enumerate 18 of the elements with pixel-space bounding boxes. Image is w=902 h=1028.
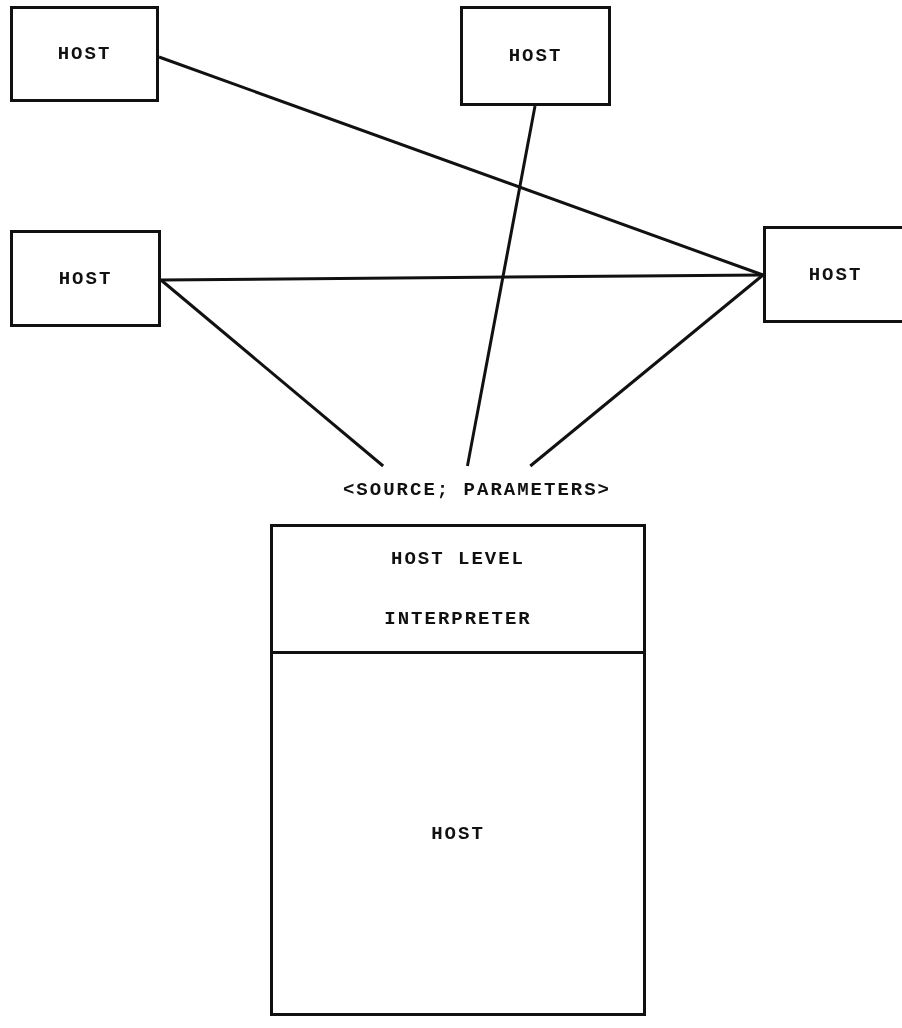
connector-line [158,55,764,277]
box-label: HOST [808,262,863,288]
message-label: <SOURCE; PARAMETERS> [342,478,611,503]
host-box [270,651,646,1016]
host-box [460,6,611,106]
host-box [10,230,161,327]
box-label: HOST [57,42,112,67]
connector-line [161,273,763,282]
connector-line [529,273,764,468]
box-label: HOST [58,266,113,292]
connector-line [465,105,537,467]
host-box [763,226,902,323]
box-label: HOST [431,821,485,847]
host-box [270,524,646,654]
box-label: HOST LEVEL INTERPRETER [383,547,533,632]
host-box [10,6,159,102]
connector-line [160,278,385,468]
box-label: HOST [508,44,563,69]
